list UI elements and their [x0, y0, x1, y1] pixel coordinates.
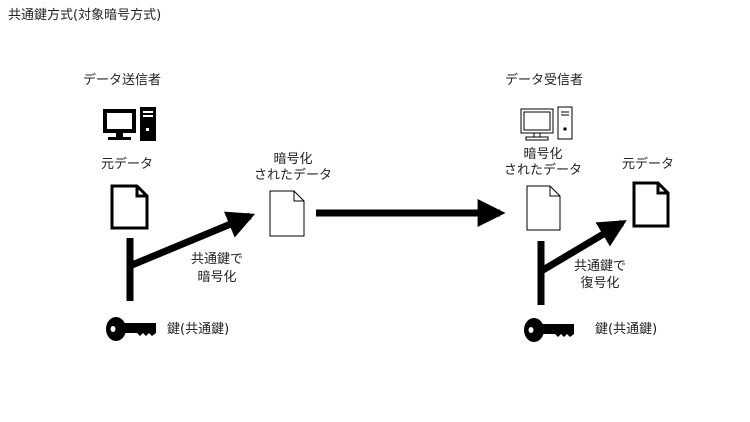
decrypt-action-line2: 復号化 — [580, 276, 620, 291]
sender-label: データ送信者 — [83, 73, 162, 88]
encrypted-document-icon — [269, 190, 305, 237]
encrypted-label-line1: 暗号化 — [273, 152, 313, 167]
encrypt-action-line2: 暗号化 — [197, 270, 237, 285]
encrypt-arrow — [130, 211, 256, 269]
sender-document-icon — [110, 184, 149, 230]
encrypted-label-line2: されたデータ — [253, 168, 332, 183]
sender-computer-icon — [103, 107, 156, 141]
received-encrypted-label-line2: されたデータ — [503, 163, 582, 178]
received-encrypted-document-icon — [526, 185, 561, 231]
page-title: 共通鍵方式(対象暗号方式) — [8, 8, 162, 23]
received-encrypted-label-line1: 暗号化 — [523, 147, 563, 162]
receiver-key-label: 鍵(共通鍵) — [595, 322, 658, 337]
sender-key-icon — [106, 317, 156, 341]
decrypt-action-line1: 共通鍵で — [573, 259, 626, 274]
receiver-computer-icon — [520, 106, 573, 141]
sender-key-label: 鍵(共通鍵) — [167, 322, 230, 337]
decrypt-arrow — [541, 219, 627, 274]
decrypted-document-icon — [632, 181, 670, 228]
encrypt-action-line1: 共通鍵で — [190, 252, 243, 267]
receiver-label: データ受信者 — [505, 73, 584, 88]
receiver-original-data-label: 元データ — [622, 157, 675, 172]
receiver-key-icon — [524, 318, 574, 342]
sender-original-data-label: 元データ — [101, 157, 154, 172]
